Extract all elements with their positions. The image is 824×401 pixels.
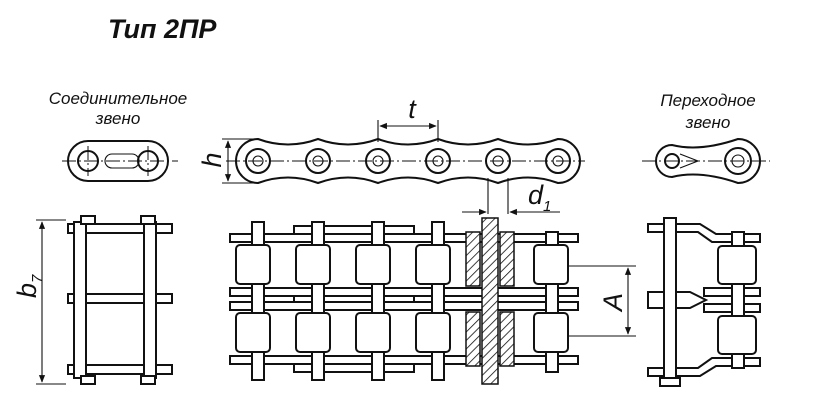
chain-top-view: [229, 217, 579, 385]
connecting-link-caption-line1: Соединительное: [49, 89, 188, 108]
inner-plate-pins: [305, 148, 571, 174]
connecting-link-side-view: [62, 140, 178, 182]
pitch-label: t: [408, 94, 417, 124]
transition-link-top-view: [647, 217, 761, 387]
pin-diameter-base: d: [528, 180, 544, 210]
pin-diameter-subscript: 1: [543, 198, 551, 215]
transition-link-side-view: [642, 137, 770, 185]
row-spacing-dimension: [568, 265, 636, 337]
connecting-link-caption-line2: звено: [95, 109, 141, 128]
pin-diameter-label: d1: [528, 180, 551, 215]
width-subscript: 7: [29, 274, 46, 283]
width-dimension: [36, 219, 66, 385]
sectioned-pin: [481, 217, 499, 385]
connecting-link-top-view: [67, 215, 173, 385]
row-spacing-label: A: [598, 293, 628, 313]
transition-link-caption-line1: Переходное: [660, 91, 755, 110]
drawing-title: Тип 2ПР: [108, 14, 217, 44]
width-label: b7: [12, 274, 46, 298]
transition-link-caption-line2: звено: [685, 113, 731, 132]
chain-side-view: [226, 137, 585, 185]
plate-height-label: h: [197, 152, 227, 167]
width-base: b: [12, 283, 42, 298]
pitch-dimension: [377, 120, 439, 142]
outer-plate-pins: [245, 148, 511, 174]
plate-height-dimension: [222, 138, 256, 184]
pin-diameter-dimension: [462, 178, 560, 216]
